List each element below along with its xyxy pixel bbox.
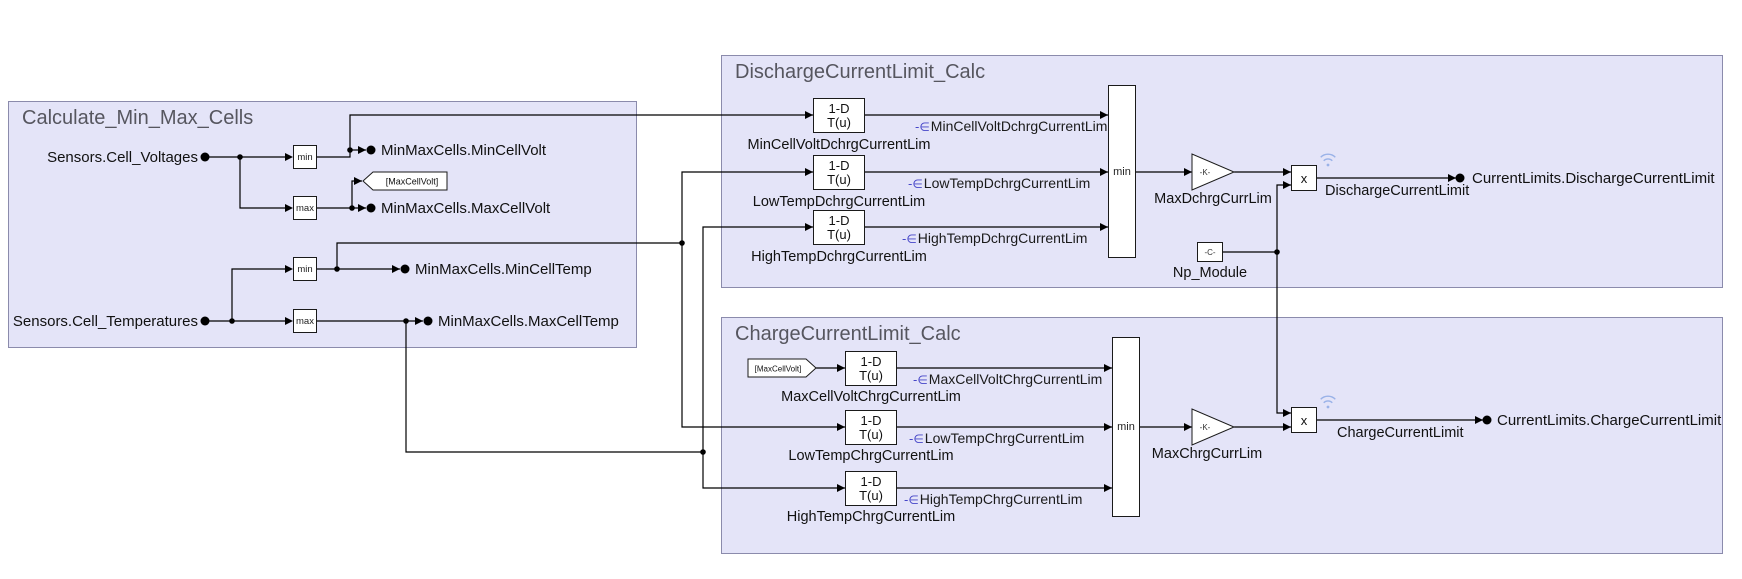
signal-label-c2: -∈LowTempChrgCurrentLim <box>909 430 1085 446</box>
max-temperature-block[interactable]: max <box>293 309 317 333</box>
outport-max-cell-volt[interactable]: MinMaxCells.MaxCellVolt <box>381 200 551 217</box>
lookup-high-temp-dchrg[interactable]: 1-D T(u) <box>813 210 865 245</box>
inport-cell-voltages[interactable]: Sensors.Cell_Voltages <box>47 149 198 166</box>
calc-box-title: Calculate_Min_Max_Cells <box>22 107 254 129</box>
gain-name-charge: MaxChrgCurrLim <box>1151 446 1263 462</box>
lookup-min-cell-volt-dchrg[interactable]: 1-D T(u) <box>813 98 865 133</box>
product-block-charge[interactable]: x <box>1291 407 1317 433</box>
lookup-high-temp-chrg[interactable]: 1-D T(u) <box>845 471 897 506</box>
subsystem-calculate-min-max-cells[interactable] <box>8 101 637 348</box>
signal-marker-icon: -∈ <box>913 373 928 387</box>
lookup-name-d3: HighTempDchrgCurrentLim <box>751 249 927 265</box>
constant-np-module-block[interactable]: -C- <box>1197 242 1223 262</box>
signal-label-d3: -∈HighTempDchrgCurrentLim <box>902 230 1088 246</box>
lookup-name-d1: MinCellVoltDchrgCurrentLim <box>747 137 931 153</box>
charge-box-title: ChargeCurrentLimit_Calc <box>735 323 961 345</box>
signal-label-c1: -∈MaxCellVoltChrgCurrentLim <box>913 371 1103 387</box>
outport-charge-current-limit[interactable]: CurrentLimits.ChargeCurrentLimit <box>1497 412 1722 429</box>
lookup-name-d2: LowTempDchrgCurrentLim <box>752 194 926 210</box>
constant-name-np-module: Np_Module <box>1172 265 1248 281</box>
minmax-block-discharge[interactable]: min <box>1108 85 1136 258</box>
max-voltage-block[interactable]: max <box>293 196 317 220</box>
signal-label-d1: -∈MinCellVoltDchrgCurrentLim <box>915 118 1108 134</box>
wire-label-charge-current-limit: ChargeCurrentLimit <box>1337 425 1464 441</box>
lookup-low-temp-dchrg[interactable]: 1-D T(u) <box>813 155 865 190</box>
min-voltage-block[interactable]: min <box>293 145 317 169</box>
product-block-discharge[interactable]: x <box>1291 165 1317 191</box>
discharge-box-title: DischargeCurrentLimit_Calc <box>735 61 986 83</box>
lookup-name-c2: LowTempChrgCurrentLim <box>788 448 954 464</box>
outport-discharge-current-limit[interactable]: CurrentLimits.DischargeCurrentLimit <box>1472 170 1715 187</box>
signal-marker-icon: -∈ <box>908 177 923 191</box>
minmax-block-charge[interactable]: min <box>1112 337 1140 517</box>
signal-marker-icon: -∈ <box>915 120 930 134</box>
gain-name-discharge: MaxDchrgCurrLim <box>1154 191 1272 207</box>
signal-marker-icon: -∈ <box>902 232 917 246</box>
signal-marker-icon: -∈ <box>909 432 924 446</box>
lookup-name-c1: MaxCellVoltChrgCurrentLim <box>781 389 961 405</box>
min-temperature-block[interactable]: min <box>293 257 317 281</box>
signal-marker-icon: -∈ <box>904 493 919 507</box>
lookup-max-cell-volt-chrg[interactable]: 1-D T(u) <box>845 351 897 386</box>
lookup-name-c3: HighTempChrgCurrentLim <box>786 509 956 525</box>
signal-label-c3: -∈HighTempChrgCurrentLim <box>904 491 1083 507</box>
outport-max-cell-temp[interactable]: MinMaxCells.MaxCellTemp <box>438 313 619 330</box>
inport-cell-temperatures[interactable]: Sensors.Cell_Temperatures <box>12 313 198 330</box>
outport-min-cell-temp[interactable]: MinMaxCells.MinCellTemp <box>415 261 592 278</box>
signal-label-d2: -∈LowTempDchrgCurrentLim <box>908 175 1091 191</box>
wire-label-discharge-current-limit: DischargeCurrentLimit <box>1325 183 1470 199</box>
lookup-low-temp-chrg[interactable]: 1-D T(u) <box>845 410 897 445</box>
outport-min-cell-volt[interactable]: MinMaxCells.MinCellVolt <box>381 142 547 159</box>
